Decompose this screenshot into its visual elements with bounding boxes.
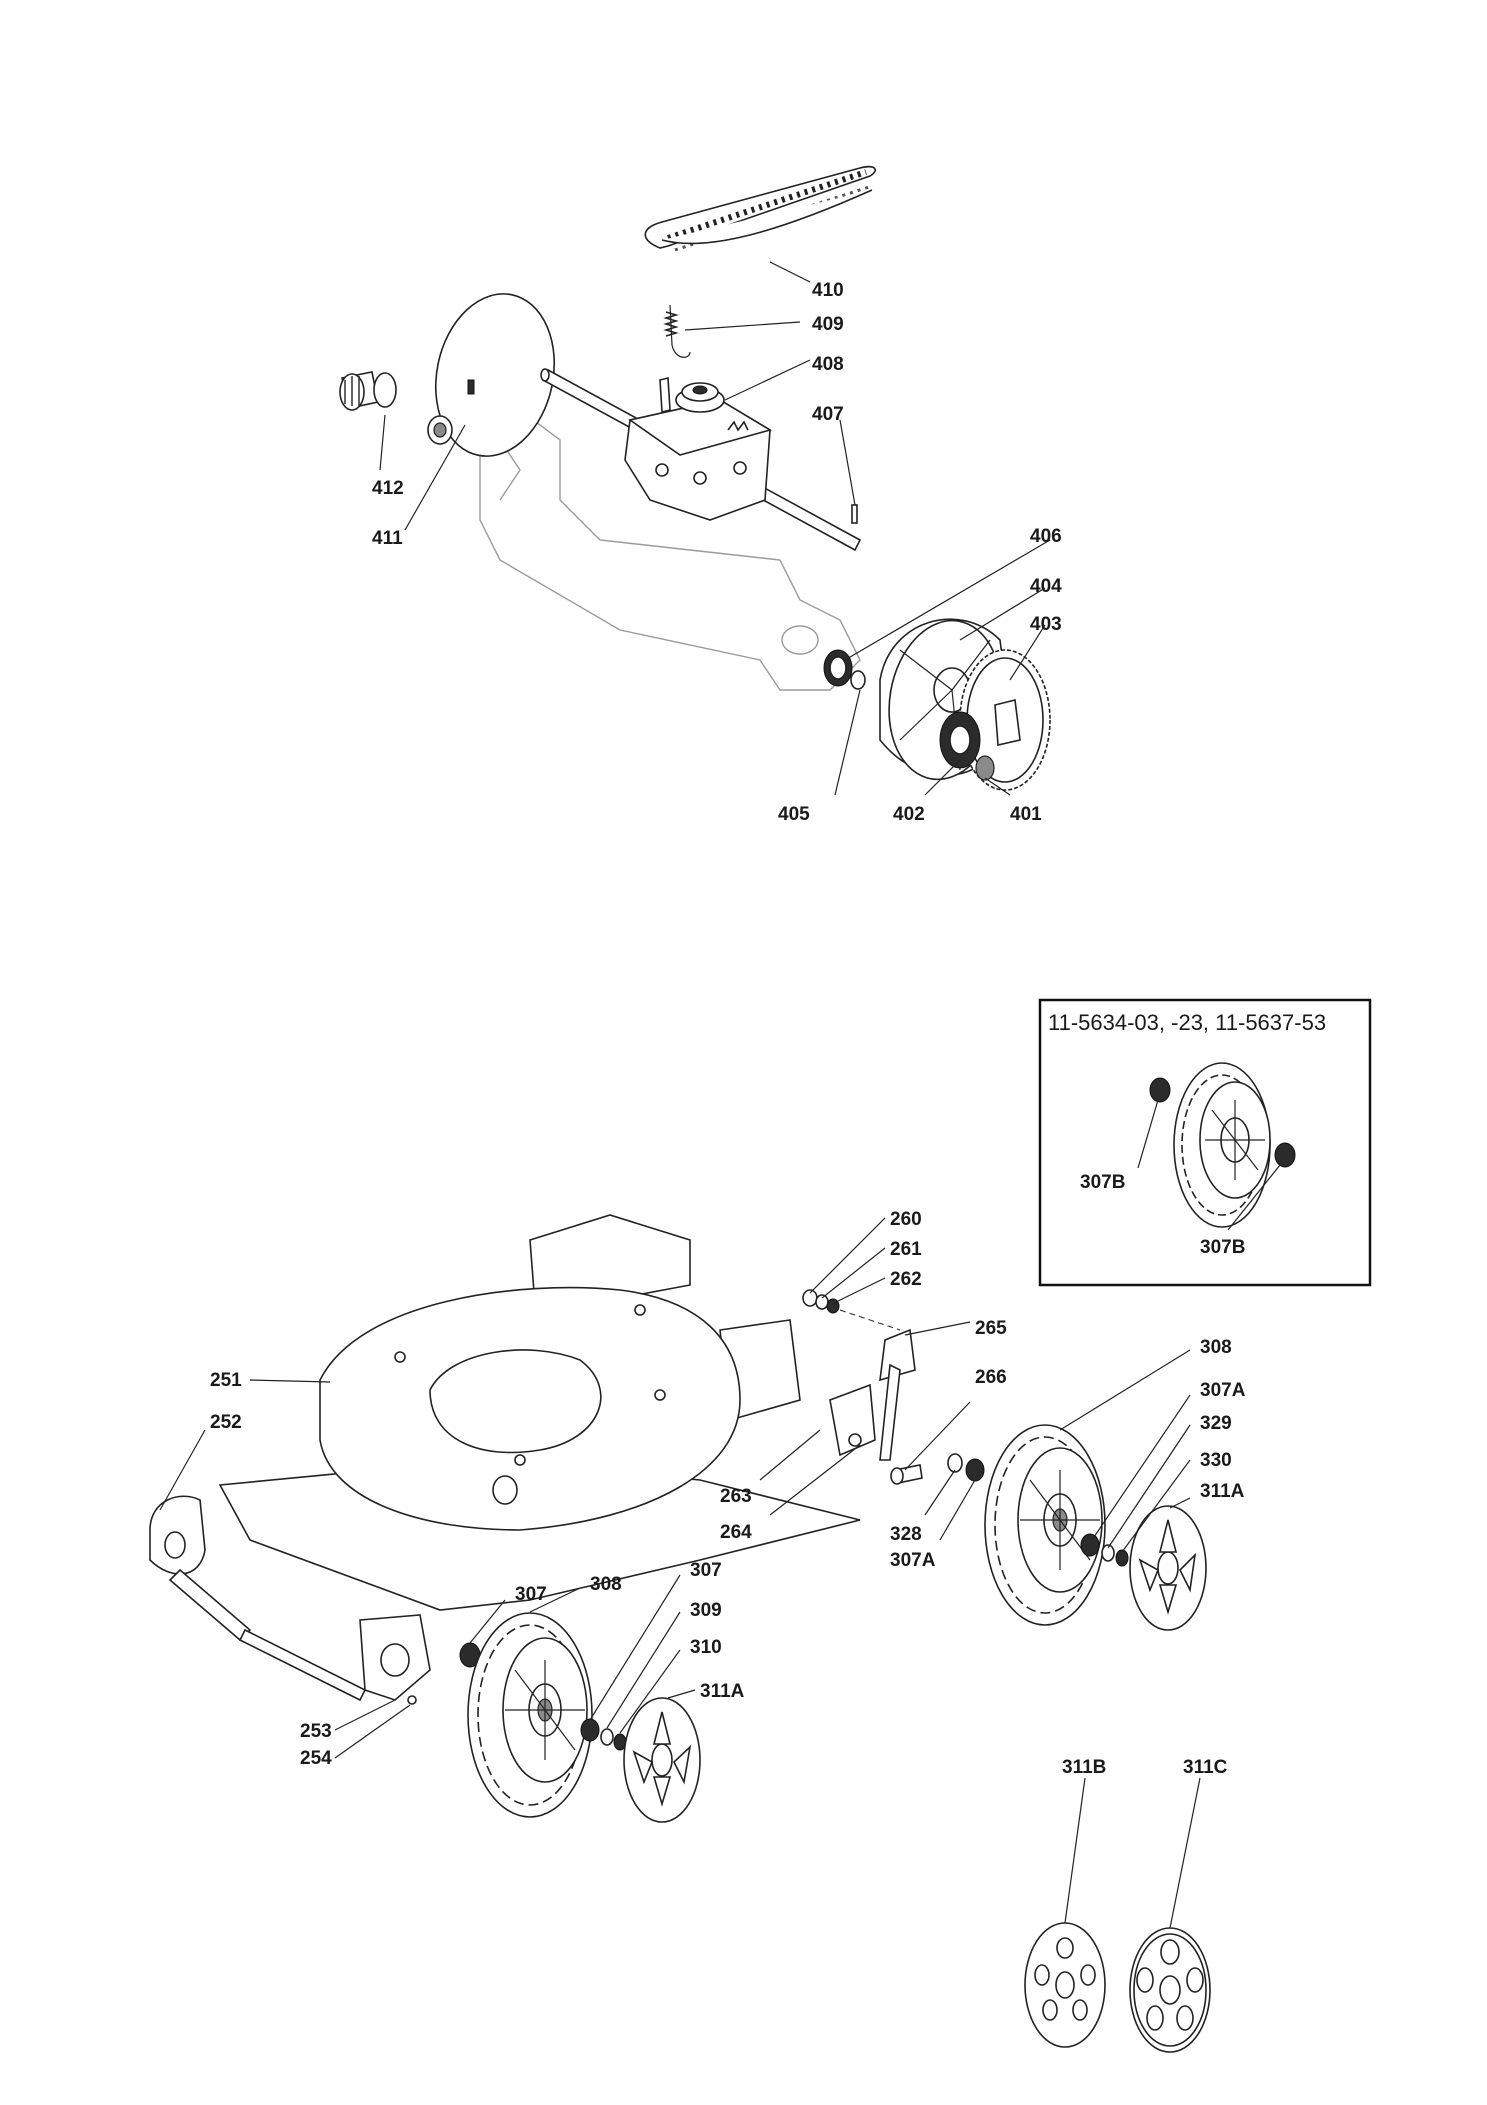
callout-307a-right: 307A bbox=[1200, 1380, 1246, 1401]
callout-407: 407 bbox=[812, 404, 844, 425]
washer-328 bbox=[947, 1453, 963, 1473]
callout-265: 265 bbox=[975, 1318, 1007, 1339]
wheel-308-left bbox=[467, 1612, 593, 1818]
callout-311b: 311B bbox=[1062, 1757, 1106, 1778]
callout-264: 264 bbox=[720, 1522, 752, 1543]
hubcap-311a-left bbox=[623, 1697, 701, 1823]
callout-310: 310 bbox=[690, 1637, 722, 1658]
front-bracket bbox=[359, 1614, 431, 1705]
spring-409 bbox=[663, 304, 691, 358]
pinion-412 bbox=[339, 371, 397, 411]
bearing-307-mid bbox=[580, 1718, 600, 1742]
callout-266: 266 bbox=[975, 1367, 1007, 1388]
bearing-307a-right bbox=[1080, 1533, 1100, 1557]
gearbox-408 bbox=[624, 376, 773, 521]
callout-311a-right: 311A bbox=[1200, 1481, 1245, 1502]
callout-253: 253 bbox=[300, 1721, 332, 1742]
callout-262: 262 bbox=[890, 1269, 922, 1290]
bolt-266 bbox=[890, 1464, 923, 1485]
bottom-leaders bbox=[159, 1217, 1201, 1929]
gear-cover-404 bbox=[879, 618, 1011, 781]
nut-330 bbox=[1115, 1549, 1129, 1567]
callout-406: 406 bbox=[1030, 526, 1062, 547]
callout-307b-left: 307B bbox=[1080, 1172, 1125, 1193]
washer-405 bbox=[850, 670, 866, 690]
callout-311c: 311C bbox=[1183, 1757, 1228, 1778]
callout-410: 410 bbox=[812, 280, 844, 301]
top-leaders bbox=[379, 261, 1051, 796]
hubcap-311b bbox=[1024, 1922, 1106, 2048]
callout-409: 409 bbox=[812, 314, 844, 335]
callout-408: 408 bbox=[812, 354, 844, 375]
washer-329 bbox=[1101, 1544, 1115, 1562]
wheel-308-right bbox=[984, 1424, 1106, 1626]
height-lever-265 bbox=[829, 1328, 916, 1461]
callout-411: 411 bbox=[372, 528, 403, 549]
callout-307-left: 307 bbox=[515, 1584, 547, 1605]
callout-labels: 410 409 408 407 412 411 406 404 403 405 … bbox=[210, 280, 1246, 1778]
washer-309 bbox=[600, 1728, 614, 1746]
callout-329: 329 bbox=[1200, 1413, 1232, 1434]
callout-252: 252 bbox=[210, 1412, 242, 1433]
hubcap-311c bbox=[1129, 1927, 1211, 2053]
callout-308-left: 308 bbox=[590, 1574, 622, 1595]
callout-328: 328 bbox=[890, 1524, 922, 1545]
callout-330: 330 bbox=[1200, 1450, 1232, 1471]
inset-panel: 11-5634-03, -23, 11-5637-53 bbox=[1038, 998, 1372, 1287]
washer-401 bbox=[975, 755, 995, 781]
callout-263: 263 bbox=[720, 1486, 752, 1507]
fasteners-260-262 bbox=[802, 1289, 840, 1314]
belt-410 bbox=[644, 165, 876, 252]
drive-assembly bbox=[339, 165, 1051, 791]
callout-307b-right: 307B bbox=[1200, 1237, 1245, 1258]
callout-309: 309 bbox=[690, 1600, 722, 1621]
callout-412: 412 bbox=[372, 478, 404, 499]
bearing-307a-mid bbox=[965, 1458, 985, 1482]
inset-wheel bbox=[1149, 1062, 1296, 1228]
deck-assembly bbox=[149, 1214, 1211, 2053]
callout-401: 401 bbox=[1010, 804, 1042, 825]
callout-307a-mid: 307A bbox=[890, 1550, 936, 1571]
key-407 bbox=[851, 504, 858, 524]
callout-404: 404 bbox=[1030, 576, 1062, 597]
callout-402: 402 bbox=[893, 804, 925, 825]
callout-311a-left: 311A bbox=[700, 1681, 745, 1702]
callout-251: 251 bbox=[210, 1370, 242, 1391]
deck-251 bbox=[218, 1286, 861, 1611]
hubcap-311a-right bbox=[1129, 1505, 1207, 1631]
callout-307-mid: 307 bbox=[690, 1560, 722, 1581]
callout-405: 405 bbox=[778, 804, 810, 825]
callout-261: 261 bbox=[890, 1239, 922, 1260]
rear-bracket-outline bbox=[479, 409, 861, 691]
bearing-406 bbox=[823, 649, 853, 687]
callout-260: 260 bbox=[890, 1209, 922, 1230]
pulley-disc-411 bbox=[427, 293, 556, 457]
pinion-402 bbox=[939, 711, 981, 769]
inset-title: 11-5634-03, -23, 11-5637-53 bbox=[1048, 1010, 1326, 1035]
callout-403: 403 bbox=[1030, 614, 1062, 635]
large-gear-403 bbox=[959, 649, 1051, 791]
callout-308-right: 308 bbox=[1200, 1337, 1232, 1358]
callout-254: 254 bbox=[300, 1748, 332, 1769]
